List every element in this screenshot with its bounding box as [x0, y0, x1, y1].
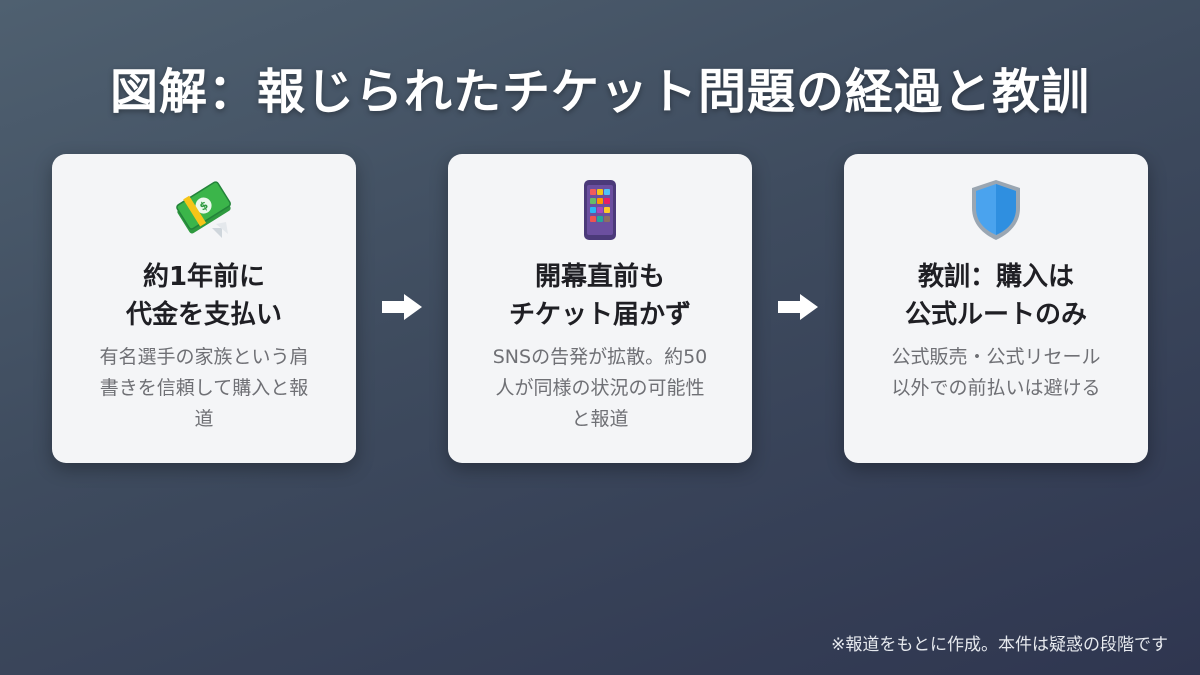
card-desc-line: 有名選手の家族という肩: [99, 346, 309, 368]
card-desc-line: 書きを信頼して購入と報: [99, 377, 309, 399]
card-desc-line: と報道: [571, 408, 629, 430]
card-heading-line: 教訓：購入は: [917, 262, 1074, 292]
arrow-right-icon: [380, 292, 424, 322]
arrow-right-icon: [776, 292, 820, 322]
card-heading-line: チケット届かず: [508, 300, 691, 330]
card-heading-line: 公式ルートのみ: [904, 300, 1087, 330]
smartphone-apps-icon: [448, 178, 752, 242]
card-desc-line: 道: [194, 408, 214, 430]
card-heading-line: 開幕直前も: [534, 262, 665, 292]
step-card-lesson: 教訓：購入は 公式ルートのみ 公式販売・公式リセール 以外での前払いは避ける: [844, 154, 1148, 463]
shield-icon: [844, 178, 1148, 242]
step-card-payment: $ 約1年前に 代金を支払い 有名選手の家族という肩 書きを信頼して購入と報 道: [52, 154, 356, 463]
money-bills-icon: $: [52, 178, 356, 242]
card-desc-line: 公式販売・公式リセール: [891, 346, 1101, 368]
card-desc-line: SNSの告発が拡散。約50: [492, 346, 708, 368]
card-desc-line: 人が同様の状況の可能性: [495, 377, 705, 399]
page-title: 図解：報じられたチケット問題の経過と教訓: [109, 64, 1090, 120]
card-desc-line: 以外での前払いは避ける: [891, 377, 1101, 399]
card-heading-line: 代金を支払い: [125, 300, 282, 330]
step-card-not-delivered: 開幕直前も チケット届かず SNSの告発が拡散。約50 人が同様の状況の可能性 …: [448, 154, 752, 463]
card-heading-line: 約1年前に: [142, 262, 266, 292]
footnote: ※報道をもとに作成。本件は疑惑の段階です: [831, 635, 1168, 655]
